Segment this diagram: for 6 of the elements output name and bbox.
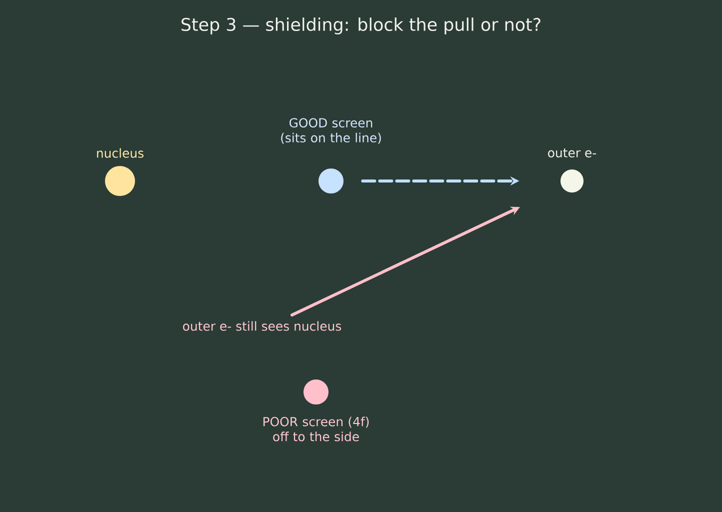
dot-label: GOOD screen (sits on the line) bbox=[281, 118, 381, 144]
dot-label: outer e- bbox=[548, 148, 596, 158]
dot-label: nucleus bbox=[97, 148, 144, 158]
annotation-text: outer e- still sees nucleus bbox=[183, 321, 342, 331]
dot-label: POOR screen (4f) off to the side bbox=[263, 416, 369, 442]
title: Step 3 — shielding: block the pull or not? bbox=[182, 18, 540, 34]
